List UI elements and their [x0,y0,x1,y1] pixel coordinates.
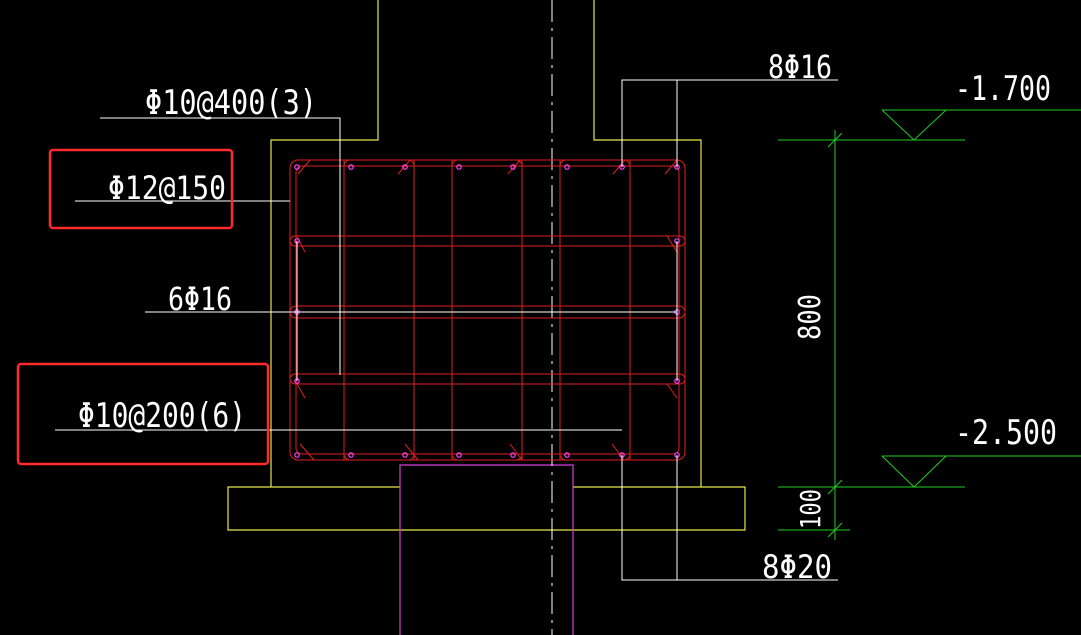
column-outline [270,0,702,487]
cushion-outline [227,486,746,531]
label-side-bar: Φ12@150 [108,169,226,207]
label-waist-bar: 6Φ16 [168,280,232,318]
highlight-box-side-bar [48,148,234,230]
label-stirrup: Φ10@200(6) [78,396,246,436]
dimension-height: 800 [793,294,828,340]
label-top-stirrup: Φ10@400(3) [145,83,317,123]
pile-outline [399,464,574,635]
rebar-cage [289,159,686,461]
rebar-dots [294,164,680,458]
label-bottom-bar: 8Φ20 [762,548,832,586]
elevation-bottom: -2.500 [955,413,1057,453]
leader-lines [55,79,838,581]
elevation-top: -1.700 [955,69,1051,109]
dimension-cushion: 100 [794,489,827,529]
highlight-box-stirrup [16,362,270,466]
label-top-bar: 8Φ16 [768,48,832,86]
dimension-lines [778,109,1081,540]
